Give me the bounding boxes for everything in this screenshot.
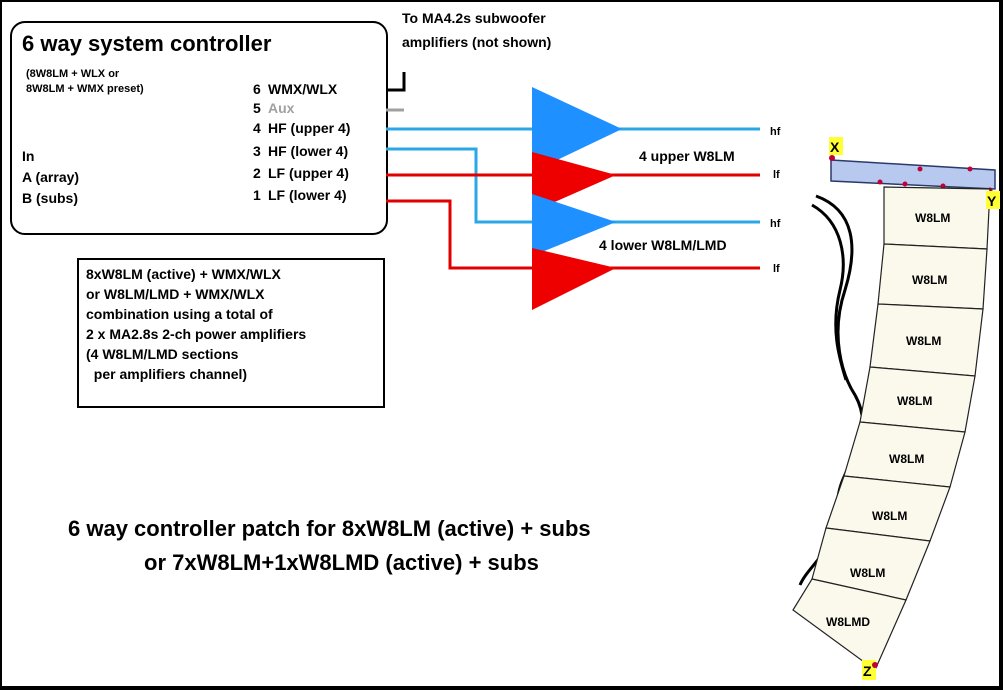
marker-z-dot [872, 662, 878, 668]
caption-line-1: 6 way controller patch for 8xW8LM (activ… [68, 516, 591, 541]
amp-hf-upper [532, 87, 622, 172]
cabinet-label: W8LMD [826, 615, 870, 629]
output-2-num: 2 [253, 165, 261, 181]
output-1-num: 1 [253, 187, 261, 203]
output-4-num: 4 [253, 120, 261, 136]
info-box [77, 258, 385, 408]
flybar-pin [902, 181, 908, 187]
flybar-pin [917, 166, 923, 172]
input-in: In [22, 148, 34, 164]
lf-lower-tag: lf [773, 263, 780, 275]
marker-x-bg [829, 137, 843, 155]
output-5-num: 5 [253, 100, 261, 116]
flybar-pin [967, 166, 973, 172]
lf-upper-tag: lf [773, 169, 780, 181]
amp-lf-upper [532, 152, 616, 212]
sub-note-line-2: amplifiers (not shown) [402, 34, 551, 50]
line-array: W8LM W8LM W8LM W8LM W8LM W8LM W8LM W8LMD [792, 186, 991, 671]
cabinet-label: W8LM [850, 566, 885, 580]
cabinet-label: W8LM [872, 509, 907, 523]
amp-group-upper-label: 4 upper W8LM [639, 148, 735, 164]
amp-lf-lower [532, 248, 616, 310]
info-line-3: combination using a total of [86, 306, 273, 322]
output-1-label: LF (lower 4) [268, 187, 347, 203]
preset-line-1: (8W8LM + WLX or [26, 68, 120, 80]
input-b: B (subs) [22, 190, 78, 206]
output-6-label: WMX/WLX [268, 81, 338, 97]
output-5-label: Aux [268, 100, 295, 116]
cabinet-label: W8LM [906, 334, 941, 348]
info-line-2: or W8LM/LMD + WMX/WLX [86, 286, 265, 302]
info-line-6: per amplifiers channel) [86, 366, 247, 382]
hf-upper-tag: hf [770, 126, 781, 138]
preset-line-2: 8W8LM + WMX preset) [26, 83, 144, 95]
output-6-line [386, 72, 406, 92]
caption-line-2: or 7xW8LM+1xW8LMD (active) + subs [144, 550, 539, 575]
output-4-label: HF (upper 4) [268, 120, 350, 136]
marker-x-dot [829, 155, 835, 161]
cabinet-label: W8LM [897, 394, 932, 408]
cabinet-label: W8LM [912, 273, 947, 287]
cabinet-label: W8LM [889, 452, 924, 466]
output-6-num: 6 [253, 81, 261, 97]
hf-lower-line [386, 147, 760, 224]
input-a: A (array) [22, 169, 79, 185]
flybar-pin [877, 179, 883, 185]
marker-x: X [830, 139, 840, 155]
sub-note-line-1: To MA4.2s subwoofer [402, 10, 546, 26]
info-line-4: 2 x MA2.8s 2-ch power amplifiers [86, 326, 306, 342]
flybar-pin [940, 183, 946, 189]
hf-lower-tag: hf [770, 218, 781, 230]
controller-title: 6 way system controller [22, 31, 272, 56]
output-3-num: 3 [253, 143, 261, 159]
info-line-1: 8xW8LM (active) + WMX/WLX [86, 266, 282, 282]
amp-group-lower-label: 4 lower W8LM/LMD [599, 237, 727, 253]
output-3-label: HF (lower 4) [268, 143, 348, 159]
marker-y-bg [986, 191, 1000, 209]
flybar [830, 159, 996, 190]
marker-z: Z [863, 663, 872, 679]
output-2-label: LF (upper 4) [268, 165, 349, 181]
amp-hf-lower [532, 194, 616, 256]
marker-y: Y [987, 193, 997, 209]
cabinet-label: W8LM [915, 211, 950, 225]
info-line-5: (4 W8LM/LMD sections [86, 346, 239, 362]
rigging-cable-2 [811, 203, 848, 381]
